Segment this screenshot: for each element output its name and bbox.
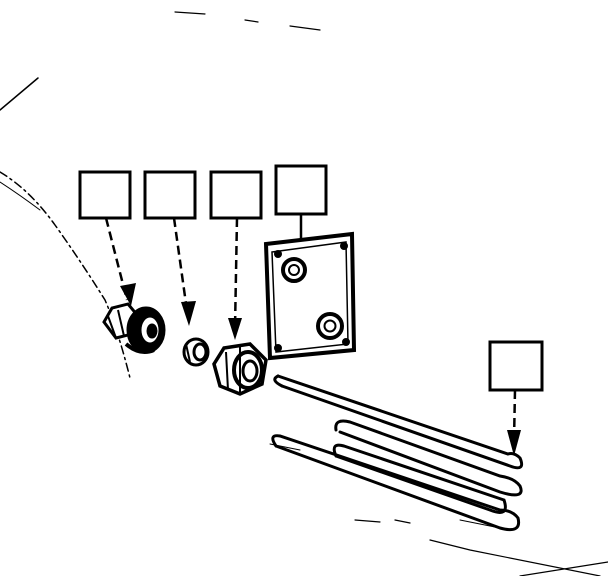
mounting-plate-part [263, 231, 357, 361]
arrowhead-e [120, 283, 136, 306]
fitting-body-part [102, 302, 166, 354]
callout-c [209, 170, 263, 340]
heating-element-part [271, 374, 524, 532]
callout-b [274, 164, 328, 250]
hex-nut-part [212, 342, 268, 396]
callout-a [488, 340, 544, 456]
arrowhead-d [181, 301, 196, 326]
arrowhead-a [507, 430, 521, 456]
callout-e [78, 170, 136, 306]
arrowhead-c [228, 318, 242, 340]
callout-d [143, 170, 197, 326]
ferrule-part [182, 337, 210, 367]
